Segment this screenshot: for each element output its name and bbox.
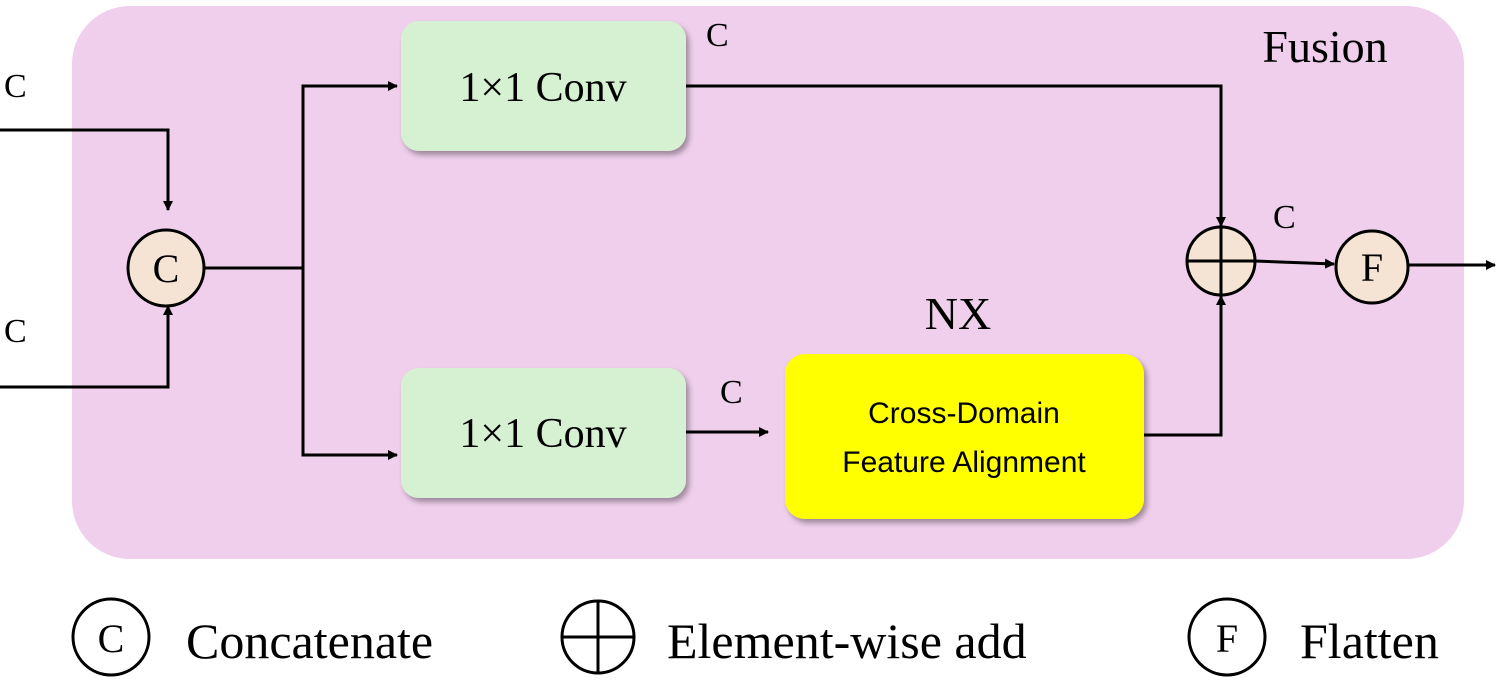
conv-top-to-add-arrow <box>686 84 1226 227</box>
branch-top-arrow <box>301 81 398 268</box>
conv-bottom-out-label: C <box>720 374 743 411</box>
concat-symbol: C <box>153 246 180 291</box>
cdfa-label-line2: Feature Alignment <box>842 446 1086 479</box>
legend: C Concatenate Element-wise add F Flatten <box>71 597 1439 677</box>
conv-top-label: 1×1 Conv <box>459 65 626 111</box>
conv-bottom-block: 1×1 Conv <box>401 368 686 498</box>
legend-concat: C Concatenate <box>71 597 433 677</box>
concat-op: C <box>126 228 206 308</box>
cdfa-to-add-arrow <box>1144 295 1226 437</box>
legend-flatten-label: Flatten <box>1300 613 1439 669</box>
conv-top-out-label: C <box>706 17 729 54</box>
legend-flatten-symbol: F <box>1216 616 1238 661</box>
input-bottom-arrow <box>0 305 173 389</box>
add-out-label: C <box>1273 199 1296 236</box>
add-op <box>1185 225 1257 297</box>
legend-concat-symbol: C <box>98 616 125 661</box>
legend-flatten: F Flatten <box>1187 597 1439 677</box>
legend-add-label: Element-wise add <box>667 613 1027 669</box>
legend-add: Element-wise add <box>560 599 1027 675</box>
cdfa-block: Cross-Domain Feature Alignment <box>785 354 1144 519</box>
conv-bottom-label: 1×1 Conv <box>459 411 626 457</box>
cdfa-label-line1: Cross-Domain <box>868 397 1060 430</box>
fusion-container <box>72 6 1464 559</box>
fusion-title: Fusion <box>1262 21 1387 72</box>
input-bottom-label: C <box>4 313 27 350</box>
add-to-flatten-arrow <box>1254 258 1335 269</box>
legend-concat-label: Concatenate <box>186 613 433 669</box>
input-top-label: C <box>4 68 27 105</box>
flatten-symbol: F <box>1361 245 1383 290</box>
input-top-arrow <box>0 128 173 211</box>
branch-bottom-arrow <box>301 268 398 460</box>
flatten-op: F <box>1334 229 1410 305</box>
repeat-label: NX <box>925 288 991 339</box>
conv-top-block: 1×1 Conv <box>401 21 686 151</box>
